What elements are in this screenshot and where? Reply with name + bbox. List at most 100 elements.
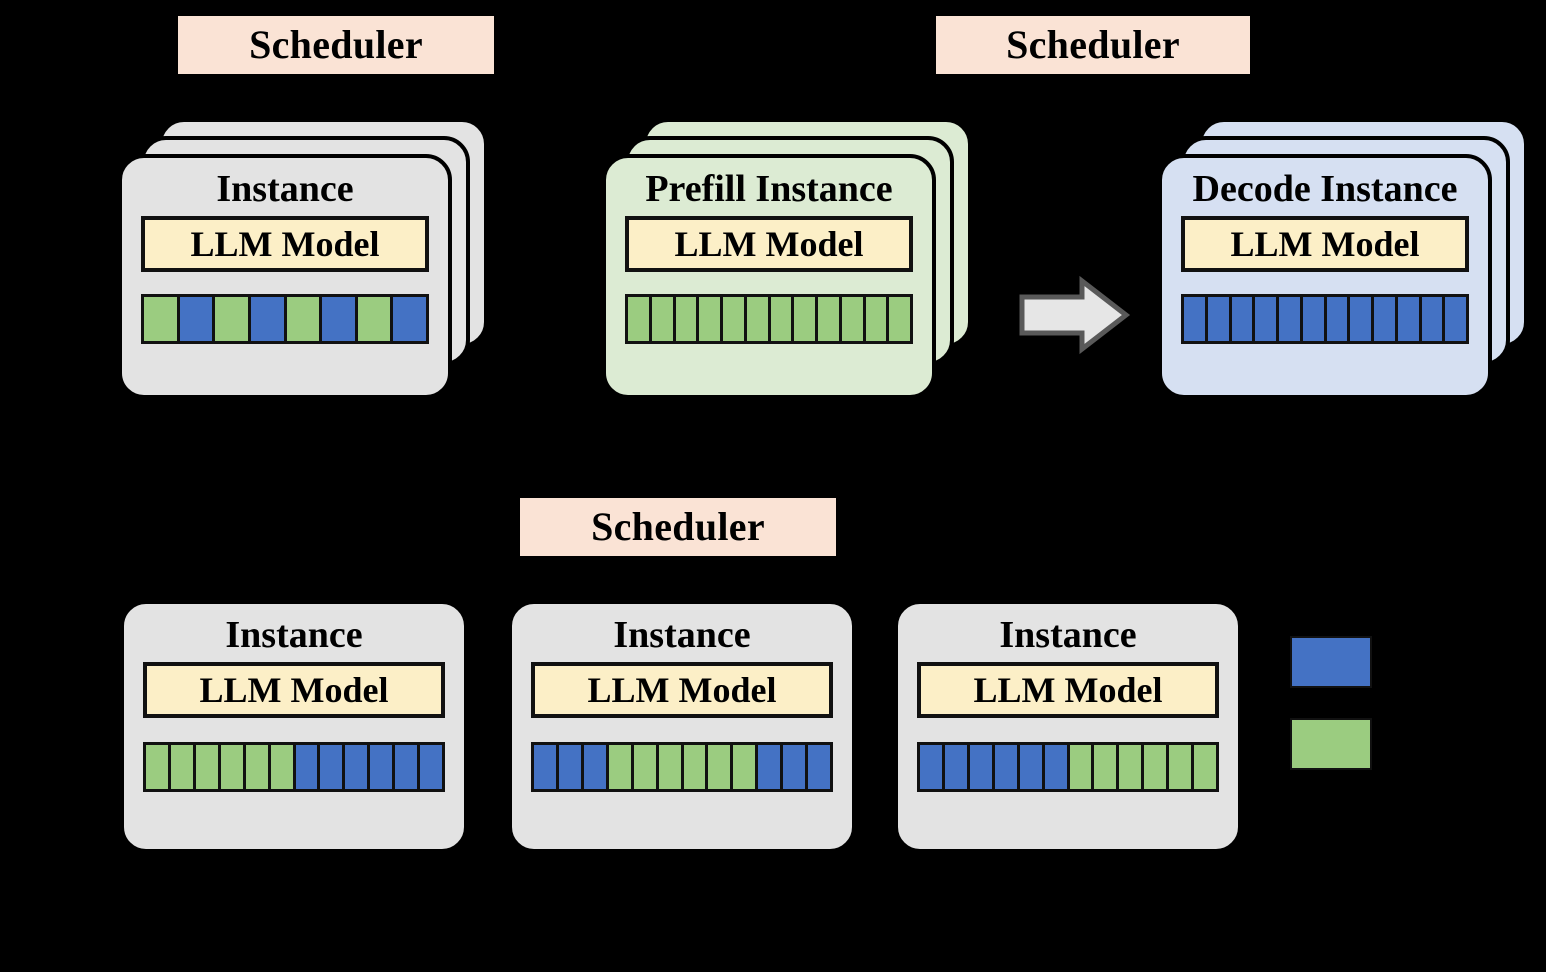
request-block-blue <box>420 745 443 789</box>
request-block-green <box>818 297 839 341</box>
request-block-blue <box>393 297 426 341</box>
request-block-blue <box>345 745 368 789</box>
decode-instance-card[interactable]: Decode Instance LLM Model <box>1158 154 1492 399</box>
request-block-green <box>357 297 391 341</box>
legend-swatch-prefill <box>1290 718 1372 770</box>
request-block-green <box>1094 745 1117 789</box>
request-block-green <box>1194 745 1217 789</box>
instance-title: Prefill Instance <box>645 168 893 210</box>
bottom-instance-card-1[interactable]: Instance LLM Model <box>120 600 468 853</box>
request-block-blue <box>994 745 1017 789</box>
request-block-blue <box>1207 297 1229 341</box>
request-block-green <box>195 745 218 789</box>
request-block-green <box>723 297 744 341</box>
request-block-blue <box>1326 297 1348 341</box>
instance-title: Decode Instance <box>1192 168 1458 210</box>
request-block-green <box>215 297 248 341</box>
request-block-green <box>146 745 168 789</box>
request-block-green <box>708 745 731 789</box>
llm-model-box: LLM Model <box>531 662 833 718</box>
request-block-row <box>917 742 1219 792</box>
request-block-blue <box>1279 297 1300 341</box>
request-block-green <box>865 297 887 341</box>
request-block-blue <box>1302 297 1324 341</box>
request-block-blue <box>558 745 581 789</box>
request-block-blue <box>1445 297 1466 341</box>
request-block-green <box>651 297 673 341</box>
request-block-blue <box>320 745 343 789</box>
request-block-green <box>1069 745 1092 789</box>
request-block-blue <box>1421 297 1443 341</box>
request-block-blue <box>534 745 556 789</box>
instance-title: Instance <box>999 614 1137 656</box>
instance-title: Instance <box>225 614 363 656</box>
request-block-blue <box>920 745 942 789</box>
scheduler-box-top-left[interactable]: Scheduler <box>178 16 494 74</box>
request-block-green <box>770 297 792 341</box>
request-block-blue <box>783 745 806 789</box>
prefill-instance-card[interactable]: Prefill Instance LLM Model <box>602 154 936 399</box>
llm-model-label: LLM Model <box>199 670 389 710</box>
kv-transfer-arrow <box>1019 275 1131 355</box>
request-block-blue <box>295 745 318 789</box>
request-block-blue <box>1350 297 1371 341</box>
request-block-green <box>1169 745 1192 789</box>
request-block-blue <box>583 745 606 789</box>
llm-model-box: LLM Model <box>625 216 913 272</box>
scheduler-label: Scheduler <box>249 22 423 67</box>
llm-model-box: LLM Model <box>1181 216 1469 272</box>
request-block-blue <box>1231 297 1253 341</box>
request-block-blue <box>1044 745 1067 789</box>
instance-title: Instance <box>613 614 751 656</box>
request-block-green <box>1119 745 1142 789</box>
llm-model-box: LLM Model <box>143 662 445 718</box>
request-block-row <box>625 294 913 344</box>
bottom-instance-card-2[interactable]: Instance LLM Model <box>508 600 856 853</box>
instance-title: Instance <box>216 168 354 210</box>
bottom-instance-card-3[interactable]: Instance LLM Model <box>894 600 1242 853</box>
request-block-row <box>143 742 445 792</box>
llm-model-label: LLM Model <box>674 224 864 264</box>
request-block-blue <box>370 745 393 789</box>
scheduler-label: Scheduler <box>1006 22 1180 67</box>
llm-model-label: LLM Model <box>1230 224 1420 264</box>
request-block-green <box>170 745 193 789</box>
llm-model-box: LLM Model <box>141 216 429 272</box>
request-block-green <box>841 297 863 341</box>
request-block-blue <box>944 745 967 789</box>
request-block-blue <box>808 745 831 789</box>
request-block-green <box>144 297 177 341</box>
request-block-green <box>633 745 656 789</box>
request-block-green <box>245 745 268 789</box>
scheduler-label: Scheduler <box>591 504 765 549</box>
request-block-green <box>889 297 910 341</box>
scheduler-box-bottom[interactable]: Scheduler <box>520 498 836 556</box>
arrow-scheduler3-to-instance-1 <box>290 550 641 618</box>
request-block-green <box>683 745 706 789</box>
llm-model-box: LLM Model <box>917 662 1219 718</box>
request-block-blue <box>1374 297 1395 341</box>
request-block-blue <box>179 297 213 341</box>
request-block-blue <box>969 745 992 789</box>
request-block-green <box>286 297 320 341</box>
request-block-row <box>141 294 429 344</box>
request-block-blue <box>1184 297 1205 341</box>
llm-model-label: LLM Model <box>973 670 1163 710</box>
request-block-blue <box>1019 745 1042 789</box>
request-block-blue <box>758 745 781 789</box>
arrow-scheduler3-to-instance-3 <box>719 550 1070 618</box>
request-block-blue <box>250 297 284 341</box>
request-block-green <box>675 297 697 341</box>
request-block-green <box>270 745 293 789</box>
request-block-green <box>746 297 768 341</box>
request-block-blue <box>1397 297 1419 341</box>
request-block-blue <box>1255 297 1276 341</box>
request-block-blue <box>322 297 355 341</box>
request-block-green <box>794 297 815 341</box>
request-block-green <box>220 745 243 789</box>
scheduler-box-top-right[interactable]: Scheduler <box>936 16 1250 74</box>
instance-card[interactable]: Instance LLM Model <box>118 154 452 399</box>
request-block-green <box>658 745 681 789</box>
legend-swatch-decode <box>1290 636 1372 688</box>
